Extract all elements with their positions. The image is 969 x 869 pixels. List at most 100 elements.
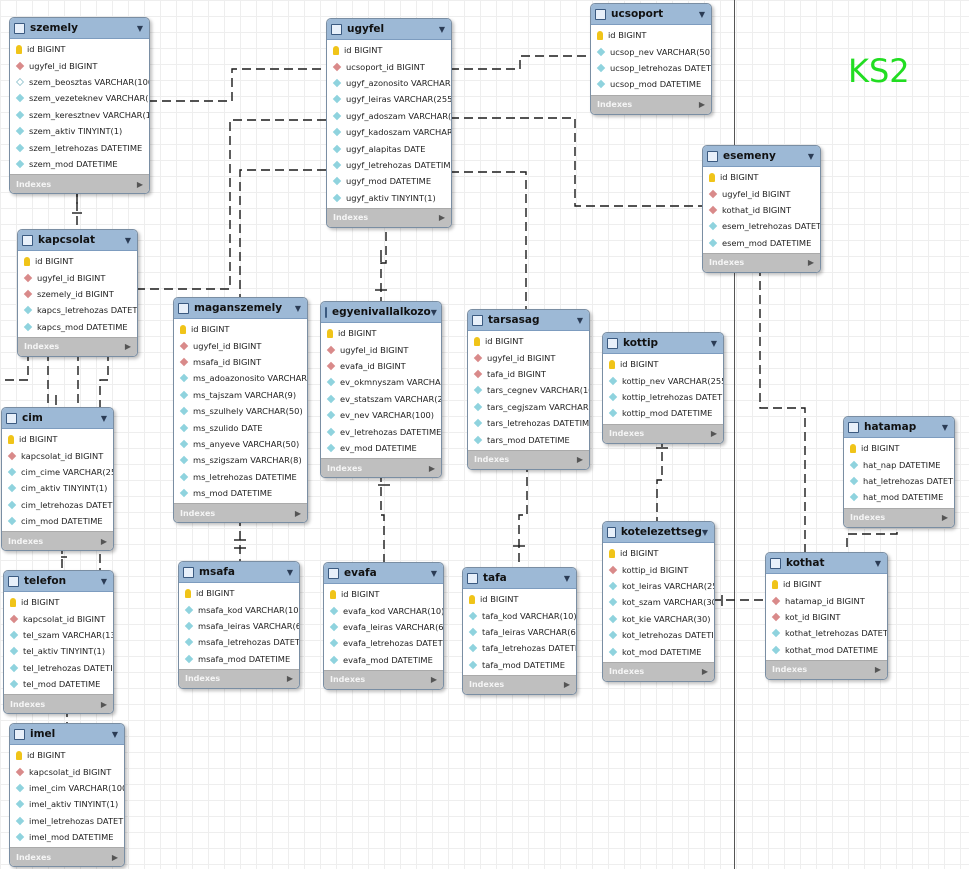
indexes-section[interactable]: Indexes▶ [603, 423, 723, 443]
expand-arrow-icon[interactable]: ▶ [430, 675, 437, 685]
expand-arrow-icon[interactable]: ▶ [874, 665, 881, 675]
column-row[interactable]: imel_letrehozas DATETIME [10, 813, 124, 829]
column-row[interactable]: imel_cim VARCHAR(100) [10, 780, 124, 796]
indexes-section[interactable]: Indexes▶ [703, 252, 820, 272]
column-row[interactable]: evafa_leiras VARCHAR(600) [324, 619, 443, 635]
expand-arrow-icon[interactable]: ▶ [136, 179, 143, 189]
column-row[interactable]: id BIGINT [174, 321, 307, 337]
chevron-down-icon[interactable]: ▼ [874, 558, 881, 568]
expand-arrow-icon[interactable]: ▶ [807, 258, 814, 268]
chevron-down-icon[interactable]: ▼ [576, 315, 583, 325]
column-row[interactable]: tafa_kod VARCHAR(10) [463, 607, 576, 623]
expand-arrow-icon[interactable]: ▶ [294, 508, 301, 518]
column-row[interactable]: id BIGINT [603, 356, 723, 372]
chevron-down-icon[interactable]: ▼ [807, 151, 814, 161]
column-row[interactable]: tel_aktiv TINYINT(1) [4, 643, 113, 659]
table-header[interactable]: hatamap▼ [844, 417, 954, 438]
column-row[interactable]: kot_szam VARCHAR(30) [603, 594, 714, 610]
table-header[interactable]: szemely▼ [10, 18, 149, 39]
column-row[interactable]: kothat_mod DATETIME [766, 642, 887, 658]
column-row[interactable]: esem_mod DATETIME [703, 235, 820, 251]
column-row[interactable]: hat_mod DATETIME [844, 489, 954, 505]
column-row[interactable]: ugyfel_id BIGINT [468, 349, 589, 365]
column-row[interactable]: msafa_kod VARCHAR(10) [179, 601, 299, 617]
column-row[interactable]: kot_id BIGINT [766, 609, 887, 625]
column-row[interactable]: kottip_id BIGINT [603, 561, 714, 577]
indexes-section[interactable]: Indexes▶ [179, 668, 299, 688]
column-row[interactable]: ugyf_aktiv TINYINT(1) [327, 190, 451, 206]
column-row[interactable]: ucsoport_id BIGINT [327, 58, 451, 74]
column-row[interactable]: ev_nev VARCHAR(100) [321, 407, 441, 423]
column-row[interactable]: ev_okmnyszam VARCHAR(8) [321, 374, 441, 390]
column-row[interactable]: id BIGINT [603, 545, 714, 561]
indexes-section[interactable]: Indexes▶ [18, 336, 137, 356]
column-row[interactable]: id BIGINT [327, 42, 451, 58]
column-row[interactable]: kapcs_letrehozas DATETIME [18, 302, 137, 318]
chevron-down-icon[interactable]: ▼ [430, 568, 437, 578]
column-row[interactable]: ugyfel_id BIGINT [10, 57, 149, 73]
table-header[interactable]: kotelezettseg▼ [603, 522, 714, 543]
column-row[interactable]: msafa_mod DATETIME [179, 651, 299, 667]
chevron-down-icon[interactable]: ▼ [698, 9, 705, 19]
column-row[interactable]: kottip_letrehozas DATETIME [603, 389, 723, 405]
column-row[interactable]: ev_mod DATETIME [321, 440, 441, 456]
column-row[interactable]: hat_letrehozas DATETIME [844, 473, 954, 489]
column-row[interactable]: kot_mod DATETIME [603, 643, 714, 659]
table-header[interactable]: ugyfel▼ [327, 19, 451, 40]
expand-arrow-icon[interactable]: ▶ [100, 536, 107, 546]
column-row[interactable]: ms_adoazonosito VARCHAR(10) [174, 370, 307, 386]
chevron-down-icon[interactable]: ▼ [941, 422, 948, 432]
column-row[interactable]: kot_letrehozas DATETIME [603, 627, 714, 643]
column-row[interactable]: cim_cime VARCHAR(255) [2, 464, 113, 480]
table-header[interactable]: kothat▼ [766, 553, 887, 574]
column-row[interactable]: szem_keresztnev VARCHAR(100) [10, 107, 149, 123]
column-row[interactable]: ucsop_mod DATETIME [591, 76, 711, 92]
expand-arrow-icon[interactable]: ▶ [701, 667, 708, 677]
column-row[interactable]: imel_aktiv TINYINT(1) [10, 796, 124, 812]
column-row[interactable]: ugyf_letrehozas DATETIME [327, 157, 451, 173]
table-header[interactable]: kapcsolat▼ [18, 230, 137, 251]
indexes-section[interactable]: Indexes▶ [591, 94, 711, 114]
column-row[interactable]: id BIGINT [703, 169, 820, 185]
table-header[interactable]: imel▼ [10, 724, 124, 745]
column-row[interactable]: szem_beosztas VARCHAR(100) [10, 74, 149, 90]
indexes-section[interactable]: Indexes▶ [463, 674, 576, 694]
table-header[interactable]: kottip▼ [603, 333, 723, 354]
column-row[interactable]: tars_letrehozas DATETIME [468, 415, 589, 431]
column-row[interactable]: id BIGINT [4, 594, 113, 610]
column-row[interactable]: hatamap_id BIGINT [766, 592, 887, 608]
indexes-section[interactable]: Indexes▶ [10, 174, 149, 194]
column-row[interactable]: tafa_id BIGINT [468, 366, 589, 382]
column-row[interactable]: cim_aktiv TINYINT(1) [2, 480, 113, 496]
column-row[interactable]: evafa_mod DATETIME [324, 652, 443, 668]
expand-arrow-icon[interactable]: ▶ [710, 429, 717, 439]
column-row[interactable]: ugyf_kadoszam VARCHAR(13) [327, 124, 451, 140]
column-row[interactable]: ms_anyeve VARCHAR(50) [174, 436, 307, 452]
column-row[interactable]: id BIGINT [2, 431, 113, 447]
column-row[interactable]: ugyfel_id BIGINT [321, 341, 441, 357]
column-row[interactable]: szemely_id BIGINT [18, 286, 137, 302]
indexes-section[interactable]: Indexes▶ [468, 449, 589, 469]
chevron-down-icon[interactable]: ▼ [100, 413, 107, 423]
table-header[interactable]: cim▼ [2, 408, 113, 429]
column-row[interactable]: kapcsolat_id BIGINT [2, 447, 113, 463]
indexes-section[interactable]: Indexes▶ [174, 503, 307, 523]
column-row[interactable]: evafa_letrehozas DATETIME [324, 635, 443, 651]
expand-arrow-icon[interactable]: ▶ [100, 699, 107, 709]
expand-arrow-icon[interactable]: ▶ [563, 680, 570, 690]
table-header[interactable]: evafa▼ [324, 563, 443, 584]
column-row[interactable]: tafa_letrehozas DATETIME [463, 640, 576, 656]
column-row[interactable]: tafa_mod DATETIME [463, 657, 576, 673]
column-row[interactable]: kothat_id BIGINT [703, 202, 820, 218]
column-row[interactable]: ms_szulhely VARCHAR(50) [174, 403, 307, 419]
column-row[interactable]: id BIGINT [591, 27, 711, 43]
column-row[interactable]: ugyf_adoszam VARCHAR(13) [327, 108, 451, 124]
column-row[interactable]: ucsop_nev VARCHAR(50) [591, 43, 711, 59]
